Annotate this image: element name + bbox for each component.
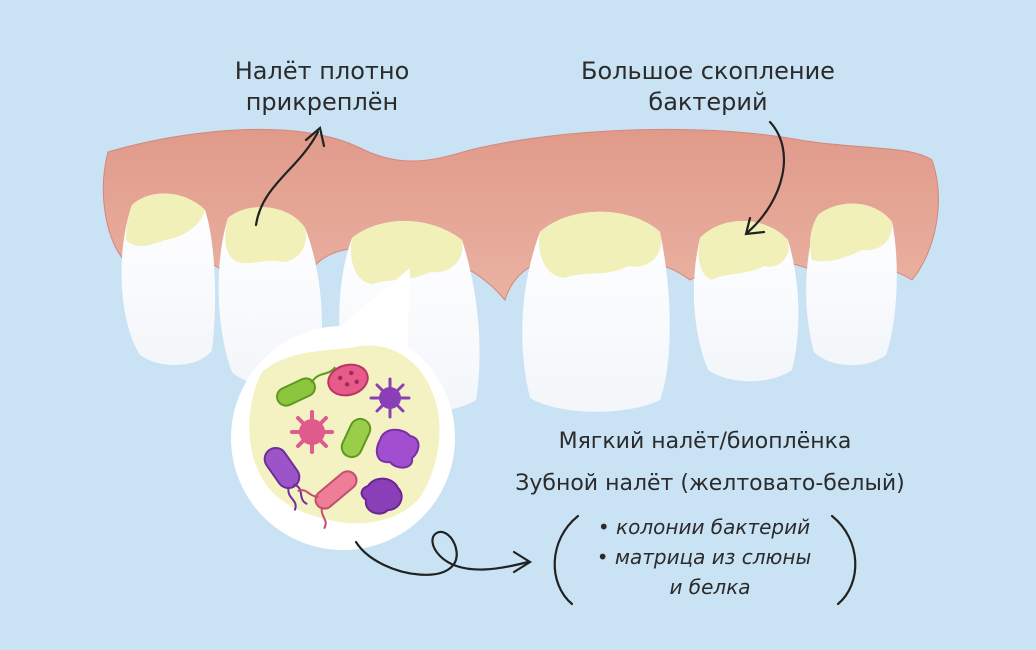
curved-arrow-up-icon: [254, 125, 326, 227]
bacterium-spiky-purple: [369, 377, 411, 419]
bacterium-rod-green: [276, 366, 336, 407]
plaque-deposit: [126, 193, 205, 247]
bacterium-spiky-pink: [290, 410, 334, 454]
bacterium-rod-pink: [297, 470, 358, 530]
soft-plaque-label: Мягкий налёт/биоплёнка: [558, 429, 852, 454]
plaque-deposit: [225, 207, 307, 264]
bacterium-oval-pink: [327, 363, 369, 397]
bacteria-colony: [263, 363, 420, 530]
bacteria-accumulation-label: Большое скопление бактерий: [560, 56, 856, 118]
left-bracket-icon: [553, 514, 580, 606]
attached-plaque-label: Налёт плотно прикреплён: [204, 56, 440, 118]
dental-plaque-label: Зубной налёт (желтовато-белый): [515, 471, 905, 496]
plaque-deposit: [350, 220, 463, 284]
curved-arrow-down-icon: [744, 120, 785, 236]
right-bracket-icon: [830, 514, 857, 606]
plaque-deposit: [539, 211, 662, 278]
composition-item: и белка: [669, 575, 751, 599]
bacterium-rod-purple: [263, 446, 308, 511]
bacterium-blob-purple: [375, 428, 420, 469]
attached-plaque-line1: Налёт плотно: [234, 57, 410, 85]
composition-item: • колонии бактерий: [597, 515, 811, 539]
bacteria-accumulation-line1: Большое скопление: [581, 57, 835, 85]
plaque-deposit: [698, 220, 789, 280]
plaque-deposit: [810, 203, 893, 262]
bacteria-accumulation-line2: бактерий: [648, 88, 768, 117]
bacterium-blob-purple: [360, 477, 403, 515]
attached-plaque-line2: прикреплён: [245, 88, 399, 117]
bacterium-rod-green: [340, 417, 372, 459]
loop-arrow-right-icon: [354, 530, 533, 576]
composition-item: • матрица из слюны: [596, 545, 812, 569]
